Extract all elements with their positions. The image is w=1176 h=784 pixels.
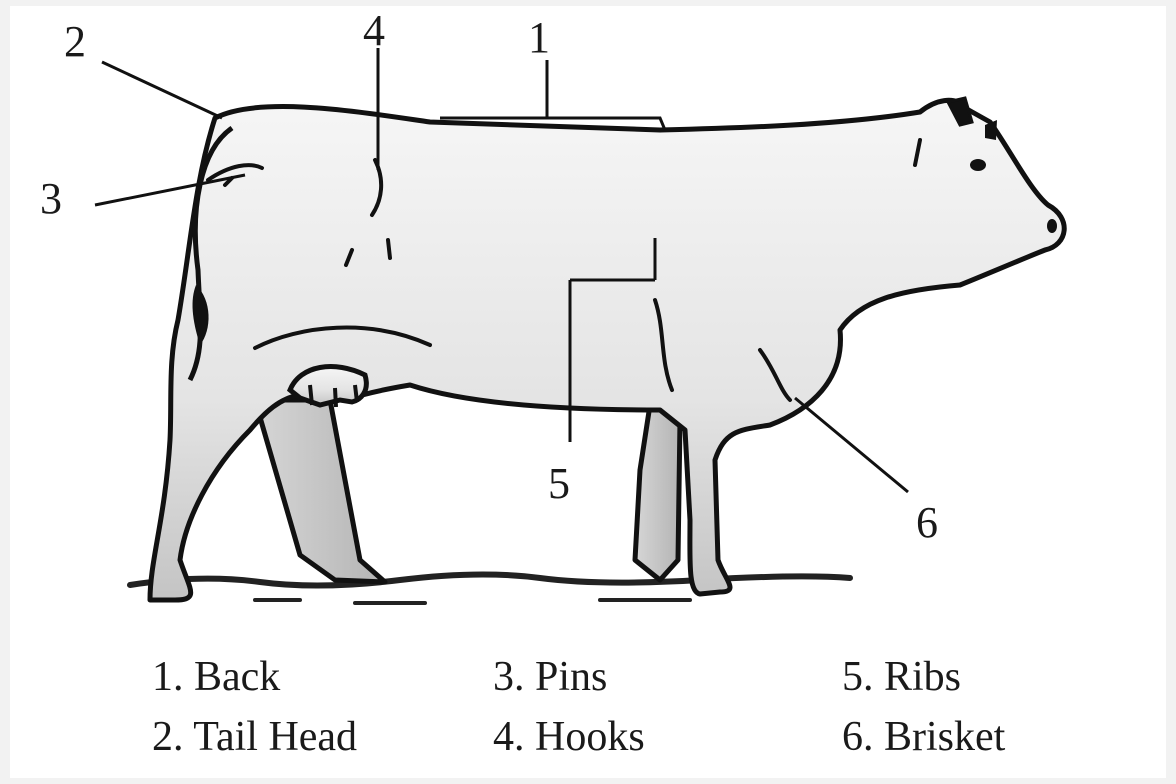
diagram-frame: 1 2 3 4 5 6 1. Back 2. Tail Head 3. Pins…	[10, 6, 1166, 778]
callout-4-label: 4	[363, 6, 385, 55]
legend-item-back: 1. Back	[152, 654, 280, 700]
legend-item-ribs: 5. Ribs	[842, 654, 961, 700]
callout-5-label: 5	[548, 459, 570, 508]
callout-3-label: 3	[40, 174, 62, 223]
far-legs	[255, 400, 680, 582]
legend-item-tail-head: 2. Tail Head	[152, 714, 357, 760]
legend-item-brisket: 6. Brisket	[842, 714, 1006, 760]
legend-item-hooks: 4. Hooks	[493, 714, 645, 760]
ground-grass	[130, 574, 850, 603]
cow-diagram: 1 2 3 4 5 6 1. Back 2. Tail Head 3. Pins…	[10, 6, 1166, 778]
callout-1-label: 1	[528, 13, 550, 62]
cow-nostril	[1047, 219, 1057, 233]
callout-6-label: 6	[916, 498, 938, 547]
cow-eye	[970, 159, 986, 171]
callout-2-label: 2	[64, 17, 86, 66]
legend-item-pins: 3. Pins	[493, 654, 607, 700]
legend: 1. Back 2. Tail Head 3. Pins 4. Hooks 5.…	[152, 654, 1006, 760]
